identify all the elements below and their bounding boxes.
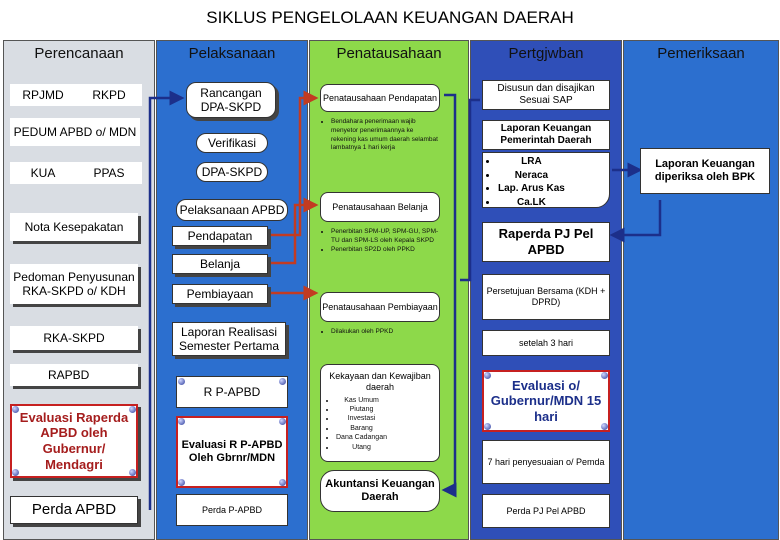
kekayaan-item: Barang: [336, 424, 387, 433]
bolt-icon: [129, 406, 136, 413]
flow-arrow-belanja: [268, 197, 319, 265]
column-pemeriksaan: Pemeriksaan: [623, 40, 779, 540]
box-akuntansi-keuangan: Akuntansi Keuangan Daerah: [320, 470, 440, 512]
box-laporan-items: LRA Neraca Lap. Arus Kas Ca.LK: [482, 152, 610, 208]
bolt-icon: [12, 469, 19, 476]
box-penatausahaan-pembiayaan: Penatausahaan Pembiayaan: [320, 292, 440, 322]
box-laporan-diperiksa-bpk: Laporan Keuangan diperiksa oleh BPK: [640, 148, 770, 194]
kekayaan-item: Kas Umum: [336, 396, 387, 405]
box-rapbd: RAPBD: [10, 364, 138, 386]
bolt-icon: [279, 418, 286, 425]
page-title: SIKLUS PENGELOLAAN KEUANGAN DAERAH: [206, 8, 574, 27]
bolt-icon: [484, 423, 491, 430]
box-setelah-3-hari: setelah 3 hari: [482, 330, 610, 356]
note-pembiayaan: Dilakukan oleh PPKD: [322, 328, 440, 337]
bolt-icon: [601, 372, 608, 379]
kekayaan-item: Investasi: [336, 414, 387, 423]
column-header-pemeriksaan: Pemeriksaan: [657, 45, 745, 62]
flow-arrow-perda-to-dpa: [148, 90, 185, 510]
bolt-icon: [178, 378, 185, 385]
laporan-item: LRA: [498, 155, 565, 169]
kekayaan-item: Dana Cadangan: [336, 433, 387, 442]
box-pedum-apbd: PEDUM APBD o/ MDN: [10, 118, 140, 146]
box-laporan-keuangan-pemda: Laporan Keuangan Pemerintah Daerah: [482, 120, 610, 150]
box-perda-p-apbd: Perda P-APBD: [176, 494, 288, 526]
bolt-icon: [279, 479, 286, 486]
box-kekayaan-kewajiban: Kekayaan dan Kewajiban daerah Kas Umum P…: [320, 364, 440, 462]
note-belanja: Penerbitan SPM-UP, SPM-GU, SPM-TU dan SP…: [322, 228, 440, 254]
box-penatausahaan-belanja: Penatausahaan Belanja: [320, 192, 440, 222]
box-pelaksanaan-apbd: Pelaksanaan APBD: [176, 199, 288, 221]
box-pedoman-penyusunan: Pedoman Penyusunan RKA-SKPD o/ KDH: [10, 264, 138, 304]
box-evaluasi-rp-apbd: Evaluasi R P-APBD Oleh Gbrnr/MDN: [176, 416, 288, 488]
box-persetujuan-bersama: Persetujuan Bersama (KDH + DPRD): [482, 274, 610, 320]
bolt-icon: [178, 418, 185, 425]
box-ppas: PPAS: [76, 162, 142, 184]
bolt-icon: [12, 406, 19, 413]
bolt-icon: [178, 479, 185, 486]
note-belanja-item: Penerbitan SP2D oleh PPKD: [331, 246, 440, 255]
column-header-perencanaan: Perencanaan: [34, 45, 124, 62]
box-perda-apbd: Perda APBD: [10, 496, 138, 524]
bolt-icon: [129, 469, 136, 476]
note-belanja-item: Penerbitan SPM-UP, SPM-GU, SPM-TU dan SP…: [331, 228, 440, 246]
box-nota-kesepakatan: Nota Kesepakatan: [10, 213, 138, 241]
box-rka-skpd: RKA-SKPD: [10, 326, 138, 350]
box-pendapatan: Pendapatan: [172, 226, 268, 246]
box-7-hari: 7 hari penyesuaian o/ Pemda: [482, 440, 610, 484]
box-evaluasi-gubernur: Evaluasi o/ Gubernur/MDN 15 hari: [482, 370, 610, 432]
box-pembiayaan: Pembiayaan: [172, 284, 268, 304]
box-laporan-realisasi: Laporan Realisasi Semester Pertama: [172, 322, 286, 356]
note-pembiayaan-text: Dilakukan oleh PPKD: [331, 328, 440, 337]
flow-arrow-pendapatan: [268, 90, 319, 237]
laporan-item: Neraca: [498, 169, 565, 183]
box-rkpd: RKPD: [76, 84, 142, 106]
note-pendapatan-text: Bendahara penerimaan wajib menyetor pene…: [331, 118, 440, 153]
box-belanja: Belanja: [172, 254, 268, 274]
box-penatausahaan-pendapatan: Penatausahaan Pendapatan: [320, 84, 440, 112]
kekayaan-list: Kas Umum Piutang Investasi Barang Dana C…: [327, 396, 387, 453]
kekayaan-item: Piutang: [336, 405, 387, 414]
flow-arrow-pemeriksaan-to-raperda: [609, 200, 662, 243]
note-pendapatan: Bendahara penerimaan wajib menyetor pene…: [322, 118, 440, 153]
laporan-items-list: LRA Neraca Lap. Arus Kas Ca.LK: [489, 155, 565, 209]
bolt-icon: [484, 372, 491, 379]
bolt-icon: [279, 378, 286, 385]
box-raperda-pj: Raperda PJ Pel APBD: [482, 222, 610, 262]
column-header-pelaksanaan: Pelaksanaan: [188, 45, 276, 62]
flow-arrow-to-pertgjwban: [460, 98, 480, 282]
laporan-item: Ca.LK: [498, 196, 565, 210]
box-rpjmd: RPJMD: [10, 84, 76, 106]
kekayaan-title: Kekayaan dan Kewajiban daerah: [329, 371, 431, 392]
flow-arrow-akuntansi: [441, 93, 457, 498]
bolt-icon: [601, 423, 608, 430]
box-kua: KUA: [10, 162, 76, 184]
box-disusun-sap: Disusun dan disajikan Sesuai SAP: [482, 80, 610, 110]
box-evaluasi-raperda: Evaluasi Raperda APBD oleh Gubernur/ Men…: [10, 404, 138, 478]
box-perda-pj: Perda PJ Pel APBD: [482, 494, 610, 528]
kekayaan-item: Utang: [336, 443, 387, 452]
column-header-penatausahaan: Penatausahaan: [336, 45, 442, 62]
box-verifikasi: Verifikasi: [196, 133, 268, 153]
column-header-pertgjwban: Pertgjwban: [508, 45, 584, 62]
laporan-item: Lap. Arus Kas: [498, 182, 565, 196]
box-rancangan-dpa: Rancangan DPA-SKPD: [186, 82, 276, 118]
box-dpa-skpd: DPA-SKPD: [196, 162, 268, 182]
box-rp-apbd: R P-APBD: [176, 376, 288, 408]
